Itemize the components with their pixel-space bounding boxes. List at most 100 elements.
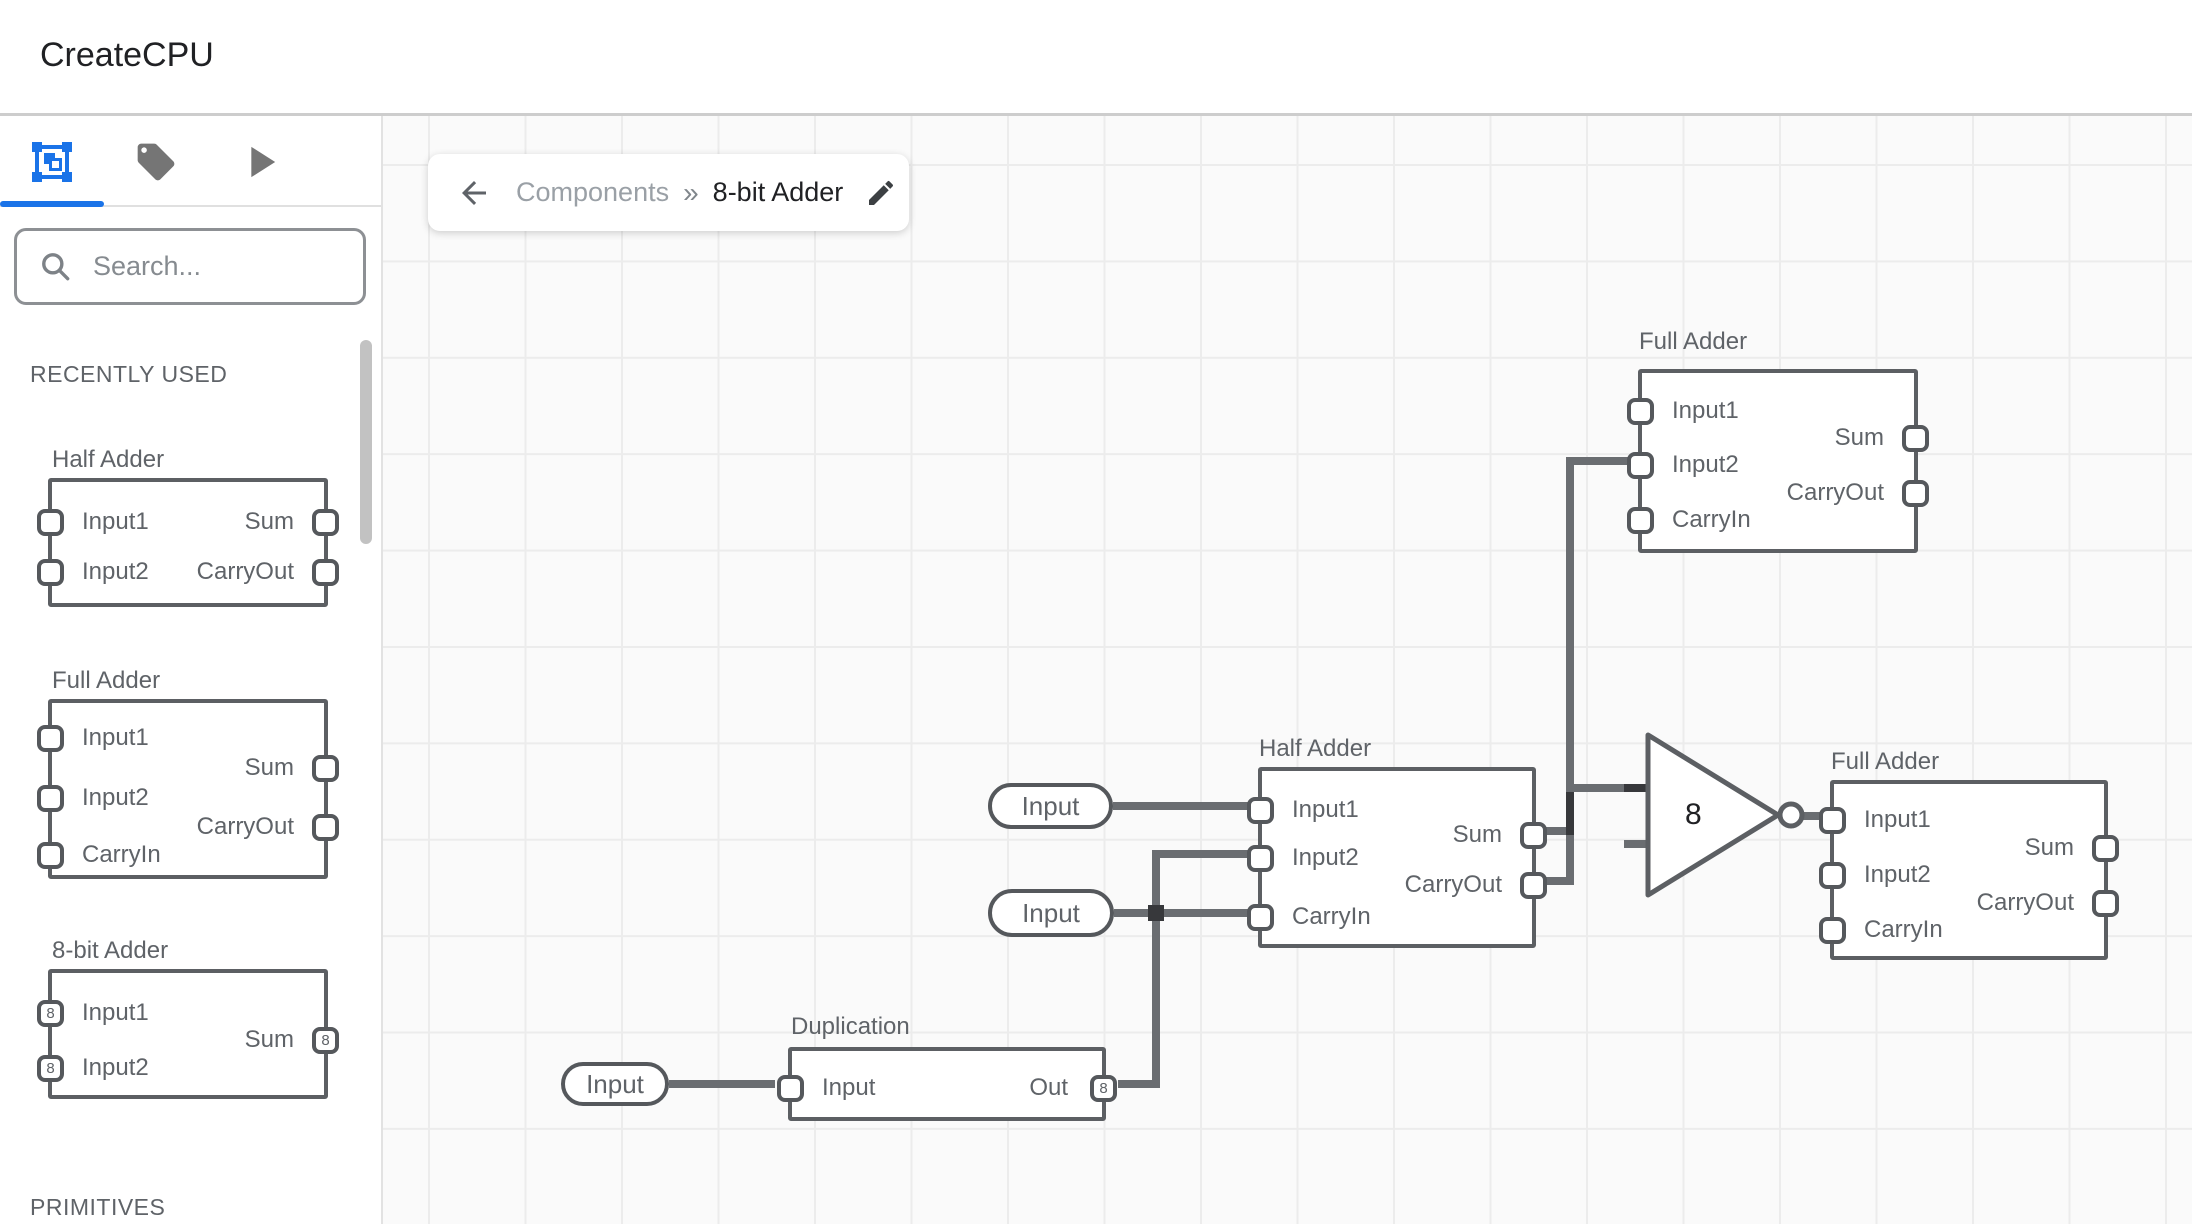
wire-pill1-to-ha-input1[interactable] bbox=[1113, 802, 1249, 810]
port-input2[interactable] bbox=[1819, 861, 1846, 889]
port-label: Sum bbox=[244, 1026, 294, 1053]
wire-to-inverter-input[interactable] bbox=[1566, 784, 1624, 792]
wire-inverter-to-fa-right[interactable] bbox=[1800, 812, 1820, 820]
port-carryout[interactable] bbox=[312, 813, 339, 841]
node-duplication-label: Duplication bbox=[791, 1013, 910, 1040]
search-input[interactable] bbox=[91, 250, 335, 283]
port-label: Input1 bbox=[1672, 397, 1739, 424]
section-primitives: PRIMITIVES bbox=[30, 1194, 166, 1220]
wire-main-vertical[interactable] bbox=[1566, 457, 1574, 885]
port-label: Sum bbox=[1834, 424, 1884, 451]
header-divider bbox=[0, 113, 2192, 116]
wire-ha-carryout-out[interactable] bbox=[1543, 877, 1574, 885]
port-sum[interactable] bbox=[312, 754, 339, 782]
port-carryin[interactable] bbox=[37, 841, 64, 869]
tab-tags[interactable] bbox=[104, 134, 208, 194]
input-pin-3[interactable]: Input bbox=[561, 1062, 669, 1106]
active-tab-indicator bbox=[0, 201, 104, 207]
input-pin-2[interactable]: Input bbox=[988, 889, 1114, 937]
play-icon bbox=[234, 136, 286, 193]
port-input2-8bit[interactable]: 8 bbox=[37, 1054, 64, 1082]
port-input1[interactable] bbox=[37, 508, 64, 536]
wire-ha-sum-out[interactable] bbox=[1543, 827, 1574, 835]
port-carryout[interactable] bbox=[2092, 889, 2119, 917]
port-label: Input2 bbox=[1672, 451, 1739, 478]
wire-to-fa-top-input2[interactable] bbox=[1566, 457, 1628, 465]
wire-crossing-overlap bbox=[1148, 905, 1164, 921]
port-input2[interactable] bbox=[37, 558, 64, 586]
palette-half-adder-label: Half Adder bbox=[52, 446, 165, 473]
port-input1[interactable] bbox=[1247, 796, 1274, 824]
port-label: Input2 bbox=[82, 1054, 149, 1081]
node-duplication[interactable]: 8 Input Out bbox=[777, 1047, 1117, 1121]
palette-8bit-adder[interactable]: 8 8 8 Input1 Input2 Sum bbox=[37, 969, 339, 1099]
port-carryout[interactable] bbox=[312, 558, 339, 586]
node-ha[interactable]: Input1 Input2 CarryIn Sum CarryOut bbox=[1247, 767, 1547, 948]
wire-pill3-to-dup-input[interactable] bbox=[669, 1080, 775, 1088]
palette-half-adder[interactable]: Input1 Input2 Sum CarryOut bbox=[37, 478, 339, 607]
port-label: Input1 bbox=[1864, 806, 1931, 833]
tab-run[interactable] bbox=[208, 134, 312, 194]
input-pin-1[interactable]: Input bbox=[988, 783, 1113, 829]
port-label: Input1 bbox=[1292, 796, 1359, 823]
port-input2[interactable] bbox=[1247, 844, 1274, 872]
port-sum[interactable] bbox=[1520, 821, 1547, 849]
port-carryin[interactable] bbox=[1247, 903, 1274, 931]
port-input1-8bit[interactable]: 8 bbox=[37, 999, 64, 1027]
node-fa-right[interactable]: Input1 Input2 CarryIn Sum CarryOut bbox=[1819, 780, 2119, 960]
wire-to-ha-input2[interactable] bbox=[1152, 850, 1249, 858]
port-label: Input1 bbox=[82, 999, 149, 1026]
node-fa-top[interactable]: Input1 Input2 CarryIn Sum CarryOut bbox=[1627, 369, 1929, 553]
wire-inverter-stub[interactable] bbox=[1624, 840, 1650, 848]
search-icon bbox=[39, 250, 73, 284]
back-arrow-icon[interactable] bbox=[456, 175, 492, 211]
port-input1[interactable] bbox=[1819, 806, 1846, 834]
section-recently-used: RECENTLY USED bbox=[30, 361, 228, 387]
breadcrumb-separator: » bbox=[683, 176, 699, 208]
port-carryin[interactable] bbox=[1819, 916, 1846, 944]
port-label: CarryIn bbox=[1864, 916, 1943, 943]
inverter-gate[interactable] bbox=[1645, 732, 1811, 900]
port-input2[interactable] bbox=[37, 784, 64, 812]
port-input1[interactable] bbox=[1627, 397, 1654, 425]
tab-components[interactable] bbox=[0, 134, 104, 194]
breadcrumb-root[interactable]: Components bbox=[516, 177, 670, 207]
port-sum[interactable] bbox=[1902, 424, 1929, 452]
wire-pill2-to-ha-carryin[interactable] bbox=[1114, 909, 1249, 917]
sidebar-scrollbar[interactable] bbox=[360, 340, 372, 544]
tag-icon bbox=[134, 140, 178, 189]
sidebar-tabstrip bbox=[0, 116, 382, 207]
port-input2[interactable] bbox=[1627, 451, 1654, 479]
port-label: Sum bbox=[1452, 821, 1502, 848]
port-sum[interactable] bbox=[312, 508, 339, 536]
search-box[interactable] bbox=[14, 228, 366, 305]
palette-full-adder[interactable]: Input1 Input2 CarryIn Sum CarryOut bbox=[37, 699, 339, 879]
breadcrumb: Components » 8-bit Adder bbox=[428, 154, 909, 231]
header: CreateCPU bbox=[0, 0, 2192, 113]
wire-dup-out-horizontal[interactable] bbox=[1118, 1080, 1160, 1088]
port-label: CarryOut bbox=[1404, 871, 1502, 898]
port-sum[interactable] bbox=[2092, 834, 2119, 862]
port-input1[interactable] bbox=[37, 724, 64, 752]
wire-dup-out-vertical[interactable] bbox=[1152, 850, 1160, 1088]
port-label: Sum bbox=[244, 508, 294, 535]
page-title: CreateCPU bbox=[40, 36, 214, 74]
port-label: Input2 bbox=[82, 558, 149, 585]
palette-full-adder-label: Full Adder bbox=[52, 667, 161, 694]
component-select-icon bbox=[29, 139, 75, 190]
port-out-8bit[interactable]: 8 bbox=[1090, 1074, 1117, 1102]
port-label: CarryIn bbox=[1292, 903, 1371, 930]
port-label: Input2 bbox=[1864, 861, 1931, 888]
port-input[interactable] bbox=[777, 1074, 804, 1102]
port-carryin[interactable] bbox=[1627, 506, 1654, 534]
node-fa-right-label: Full Adder bbox=[1831, 748, 1940, 775]
port-label: Out bbox=[1029, 1074, 1068, 1101]
pencil-icon[interactable] bbox=[865, 177, 897, 209]
port-label: Input1 bbox=[82, 508, 149, 535]
port-label: Input2 bbox=[82, 784, 149, 811]
circuit-canvas[interactable]: Full Adder Input1 Input2 CarryIn Sum Car… bbox=[383, 116, 2192, 1224]
port-label: CarryOut bbox=[1976, 889, 2074, 916]
port-sum-8bit[interactable]: 8 bbox=[312, 1026, 339, 1054]
port-carryout[interactable] bbox=[1520, 871, 1547, 899]
port-carryout[interactable] bbox=[1902, 479, 1929, 507]
